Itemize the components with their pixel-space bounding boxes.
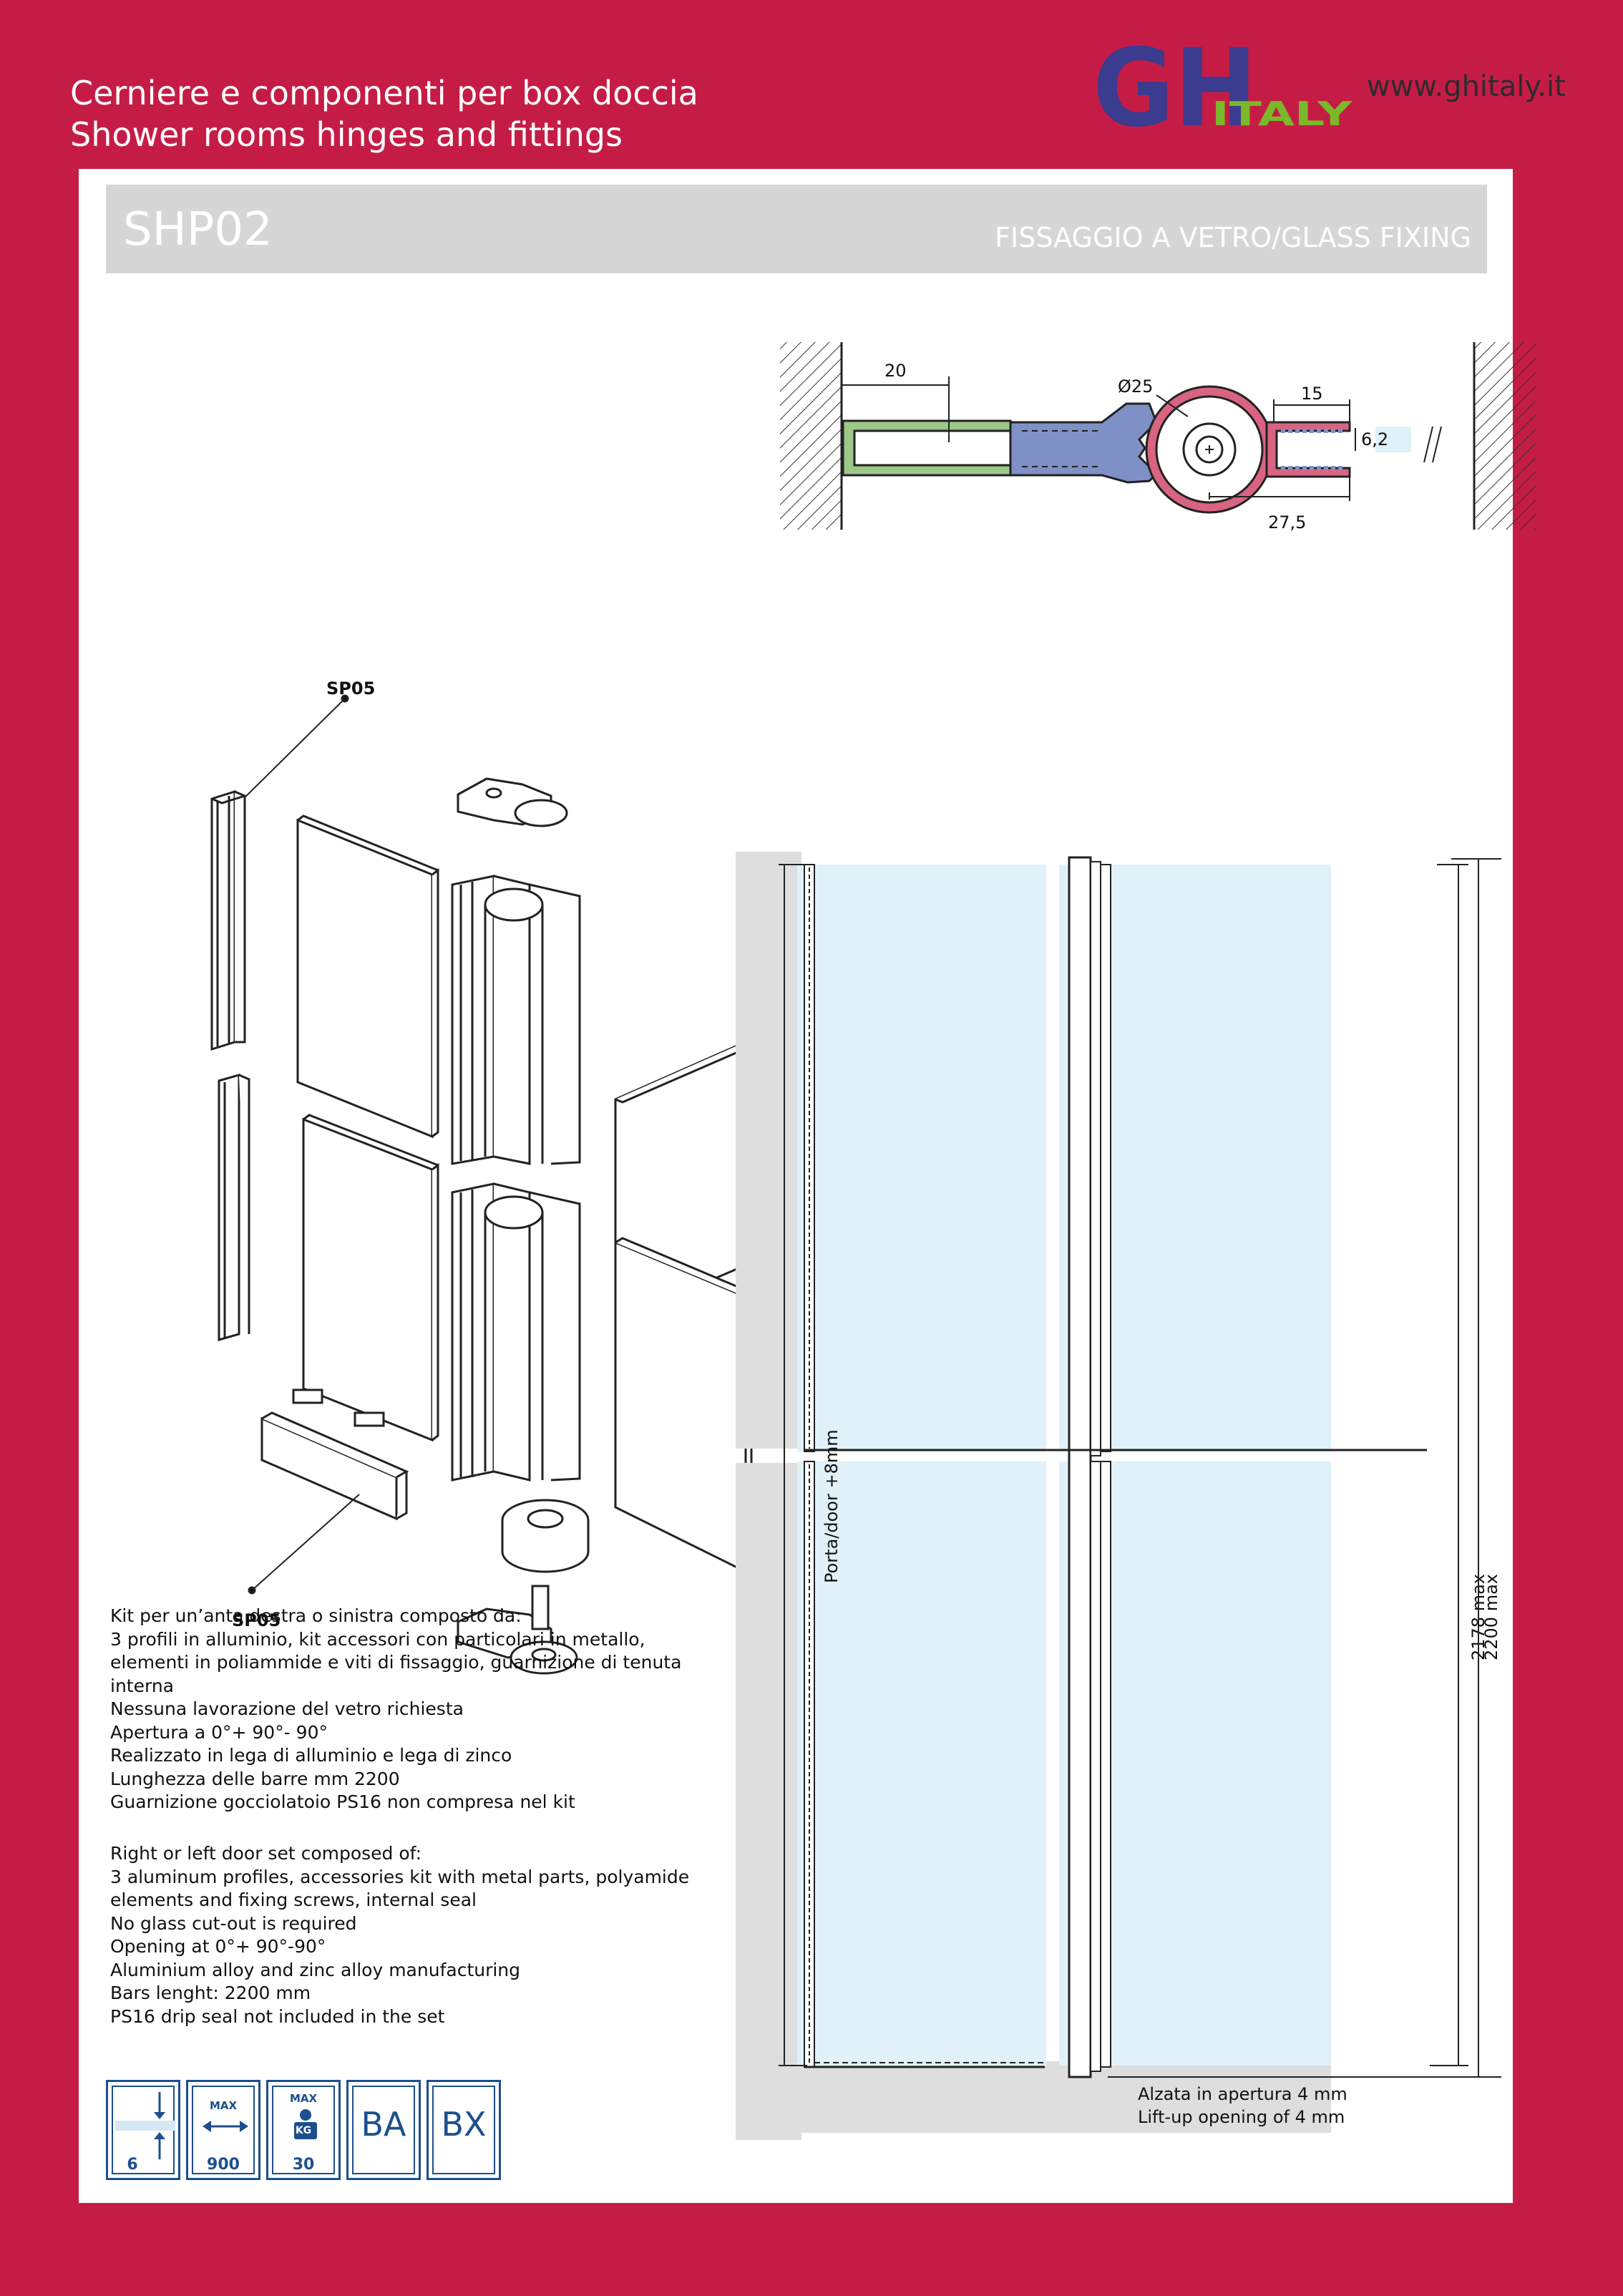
desc-en-line: PS16 drip seal not included in the set <box>110 2005 445 2027</box>
finish-bx-icon: BX <box>427 2080 501 2180</box>
max-width-top: MAX <box>209 2099 238 2112</box>
desc-it-line: Nessuna lavorazione del vetro richiesta <box>110 1698 464 1719</box>
liftup-label-it: Alzata in apertura 4 mm <box>1138 2084 1347 2104</box>
door-height-label: Porta/door +8mm <box>822 1429 842 1583</box>
desc-it-line: Apertura a 0°+ 90°- 90° <box>110 1721 328 1743</box>
glass-thickness-value: 6 <box>127 2156 138 2174</box>
logo-letters: GH <box>1093 36 1257 136</box>
glass-thickness-icon: 6 <box>106 2080 180 2180</box>
dim-diameter: Ø25 <box>1118 376 1153 397</box>
desc-en-line: 3 aluminum profiles, accessories kit wit… <box>110 1866 690 1887</box>
dim-27-5: 27,5 <box>1268 512 1306 532</box>
exploded-view-drawing: SP05 <box>210 678 756 1675</box>
label-sp05-bottom: SP05 <box>232 1610 281 1630</box>
dim-2200-max: 2200 max <box>1481 1574 1501 1660</box>
liftup-label-en: Lift-up opening of 4 mm <box>1138 2107 1345 2127</box>
desc-en-line: elements and fixing screws, internal sea… <box>110 1889 477 1910</box>
title-bar: SHP02 FISSAGGIO A VETRO/GLASS FIXING <box>106 185 1487 273</box>
dim-6-2: 6,2 <box>1361 429 1388 449</box>
finish-bx-label: BX <box>441 2105 487 2144</box>
section-drawing: 20 Ø25 15 6,2 27,5 <box>780 342 1536 532</box>
desc-it-line: interna <box>110 1675 174 1696</box>
desc-en-line: Bars lenght: 2200 mm <box>110 1983 311 2003</box>
logo-sub: ITALY <box>1212 94 1352 133</box>
gh-italy-logo[interactable]: GH ITALY <box>1091 36 1356 136</box>
description-english: Right or left door set composed of: 3 al… <box>110 1842 740 2028</box>
desc-it-line: 3 profili in alluminio, kit accessori co… <box>110 1628 645 1650</box>
max-weight-top: MAX <box>289 2092 318 2105</box>
desc-en-line: No glass cut-out is required <box>110 1912 357 1934</box>
description-italian: Kit per un’anta destra o sinistra compos… <box>110 1605 740 1814</box>
kg-label: KG <box>295 2125 312 2136</box>
dim-15: 15 <box>1301 384 1323 404</box>
desc-en-line: Opening at 0°+ 90°-90° <box>110 1936 326 1957</box>
desc-it-line: Lunghezza delle barre mm 2200 <box>110 1768 400 1789</box>
desc-it-line: Kit per un’anta destra o sinistra compos… <box>110 1605 522 1626</box>
desc-it-line: Realizzato in lega di alluminio e lega d… <box>110 1745 512 1766</box>
product-code: SHP02 <box>123 203 273 256</box>
finish-ba-label: BA <box>361 2105 406 2144</box>
header-title-it: Cerniere e componenti per box doccia <box>70 74 698 112</box>
website-link[interactable]: www.ghitaly.it <box>1367 70 1566 103</box>
max-weight-icon: MAX KG 30 <box>266 2080 341 2180</box>
desc-en-line: Aluminium alloy and zinc alloy manufactu… <box>110 1959 521 1980</box>
desc-it-line: elementi in poliammide e viti di fissagg… <box>110 1652 682 1673</box>
finish-ba-icon: BA <box>346 2080 421 2180</box>
max-width-icon: MAX 900 <box>186 2080 260 2180</box>
dim-20: 20 <box>884 361 907 381</box>
front-elevation-drawing: Porta/door +8mm 2178 max 2200 max Alzata… <box>736 852 1501 2140</box>
header-title-en: Shower rooms hinges and fittings <box>70 115 623 154</box>
fixing-type: FISSAGGIO A VETRO/GLASS FIXING <box>995 222 1471 253</box>
desc-it-line: Guarnizione gocciolatoio PS16 non compre… <box>110 1791 575 1812</box>
max-weight-value: 30 <box>292 2156 315 2174</box>
max-width-value: 900 <box>207 2156 240 2174</box>
datasheet: SHP02 FISSAGGIO A VETRO/GLASS FIXING SP0… <box>79 169 1536 2203</box>
desc-en-line: Right or left door set composed of: <box>110 1843 421 1864</box>
label-sp05-top: SP05 <box>326 678 375 699</box>
